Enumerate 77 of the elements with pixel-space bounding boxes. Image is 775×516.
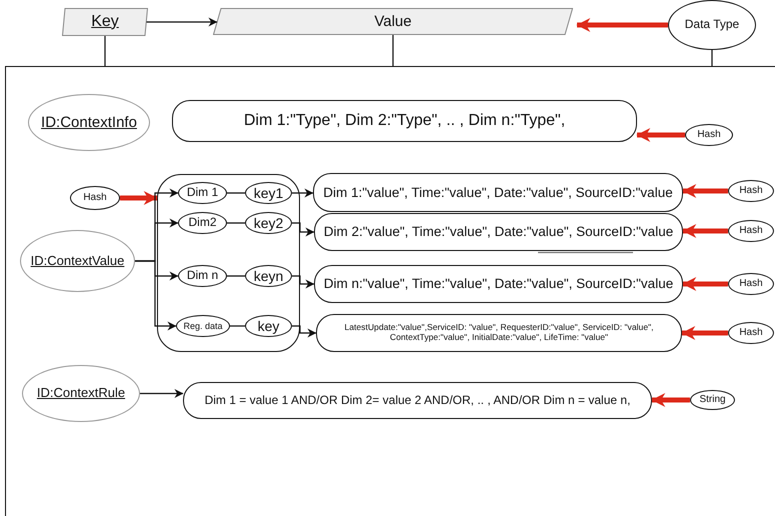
key-ellipse bbox=[245, 212, 292, 234]
type-ellipse bbox=[728, 180, 774, 202]
value-list-box bbox=[313, 173, 683, 212]
rule-box bbox=[183, 382, 652, 419]
node-label: key1 bbox=[254, 184, 284, 202]
node-label: Key bbox=[91, 12, 119, 32]
node-label: Reg. data bbox=[183, 320, 223, 332]
node-label: Dim 1:"Type", Dim 2:"Type", .. , Dim n:"Type", bbox=[244, 112, 566, 130]
connector-line bbox=[104, 36, 106, 66]
node-label: ID:ContextInfo bbox=[41, 114, 137, 132]
node-label: LatestUpdate:"value",ServiceID: "value", RequesterID:"value", ServiceID: "value", ContextType:"value", InitialDate:"value", LifeTime: "value" bbox=[343, 323, 655, 343]
connector-line bbox=[227, 222, 245, 224]
arrow bbox=[682, 224, 728, 238]
value-list-box bbox=[314, 265, 683, 303]
arrow bbox=[636, 128, 685, 142]
node-label: Hash bbox=[739, 327, 763, 339]
node-label: Value bbox=[374, 12, 412, 30]
node-label: Hash bbox=[739, 225, 763, 237]
dimension-ellipse bbox=[178, 212, 227, 234]
arrow bbox=[135, 260, 176, 330]
node-label: ID:ContextRule bbox=[36, 386, 126, 401]
type-ellipse bbox=[728, 322, 774, 344]
arrow bbox=[146, 18, 218, 26]
arrow bbox=[292, 325, 316, 338]
id-ellipse bbox=[22, 365, 140, 422]
type-ellipse bbox=[728, 220, 774, 242]
arrow bbox=[651, 393, 690, 407]
node-label: Hash bbox=[739, 185, 763, 197]
container-panel bbox=[5, 66, 775, 516]
key-ellipse bbox=[245, 182, 292, 204]
arrow bbox=[120, 191, 158, 205]
key-ellipse bbox=[245, 265, 292, 287]
connector-line bbox=[227, 192, 245, 194]
type-list-box bbox=[172, 100, 637, 142]
arrow bbox=[682, 184, 728, 198]
value-list-box bbox=[316, 314, 682, 352]
connector-line bbox=[227, 275, 245, 277]
value-list-box bbox=[314, 213, 683, 251]
node-label: keyn bbox=[254, 268, 284, 284]
node-label: key bbox=[258, 318, 280, 334]
node-label: Hash bbox=[697, 129, 721, 141]
arrow bbox=[140, 389, 184, 398]
node-label: key2 bbox=[254, 214, 284, 232]
arrow bbox=[292, 275, 314, 288]
key-ellipse bbox=[245, 315, 292, 337]
node-label: Data Type bbox=[684, 18, 740, 32]
node-label: Dim 1 bbox=[186, 186, 218, 200]
connector-line bbox=[392, 35, 394, 66]
dimension-ellipse bbox=[178, 265, 227, 287]
node-label: Dim 2:"value", Time:"value", Date:"value", SourceID:"value bbox=[324, 224, 674, 240]
arrow bbox=[292, 222, 314, 236]
dimension-ellipse bbox=[178, 182, 227, 204]
arrow bbox=[682, 277, 728, 291]
node-label: Hash bbox=[83, 192, 107, 204]
id-ellipse bbox=[20, 230, 135, 292]
arrow bbox=[292, 188, 314, 198]
node-label: Dim n bbox=[186, 269, 218, 283]
type-ellipse bbox=[70, 186, 120, 210]
arrow bbox=[576, 18, 668, 32]
group-box bbox=[157, 174, 300, 352]
arrow bbox=[681, 326, 728, 340]
id-ellipse bbox=[28, 94, 150, 151]
connector-line bbox=[230, 325, 245, 327]
node-label: Hash bbox=[739, 278, 763, 290]
type-ellipse bbox=[690, 390, 735, 410]
node-label: ID:ContextValue bbox=[30, 254, 124, 268]
node-label: Dim 1 = value 1 AND/OR Dim 2= value 2 AND/OR, .. , AND/OR Dim n = value n, bbox=[204, 394, 630, 408]
connector-line bbox=[711, 50, 713, 66]
node-label: Dim2 bbox=[188, 216, 216, 230]
key-field-box bbox=[62, 8, 148, 36]
type-ellipse bbox=[685, 124, 733, 146]
value-field-box bbox=[213, 8, 573, 35]
node-label: Dim n:"value", Time:"value", Date:"value", SourceID:"value bbox=[324, 276, 674, 292]
node-label: String bbox=[699, 394, 726, 406]
type-ellipse bbox=[728, 273, 774, 295]
dimension-ellipse bbox=[176, 315, 230, 337]
node-label: Dim 1:"value", Time:"value", Date:"value", SourceID:"value bbox=[323, 184, 673, 200]
